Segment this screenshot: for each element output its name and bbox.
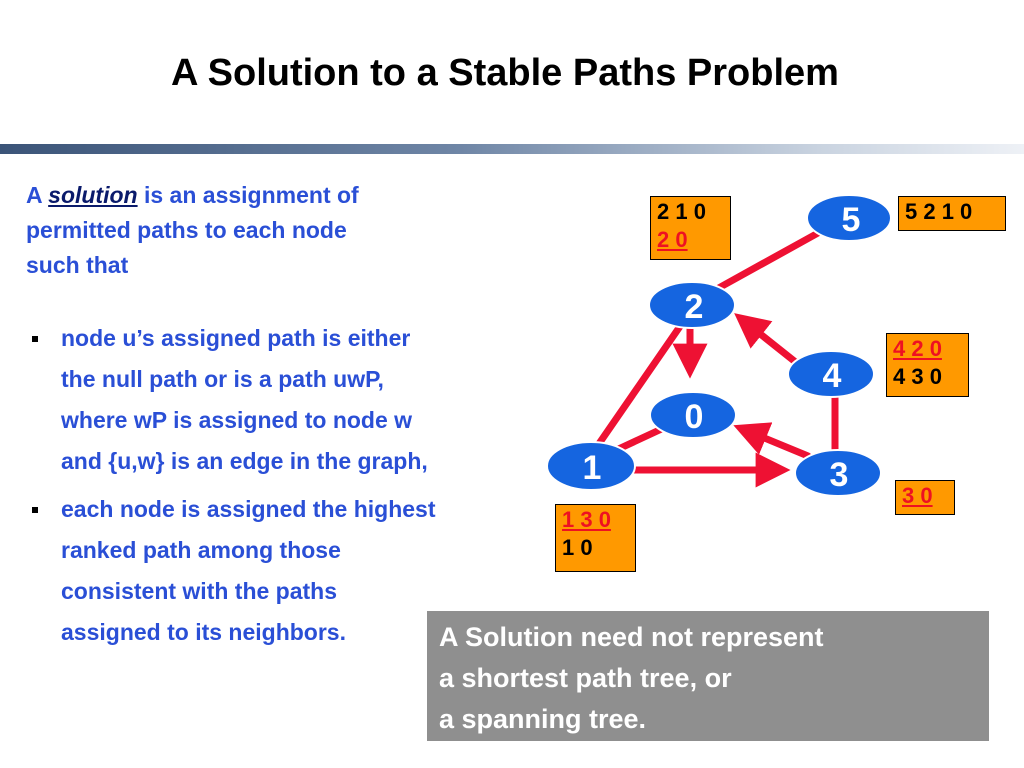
slide-title: A Solution to a Stable Paths Problem — [171, 52, 839, 94]
node-0 — [649, 391, 737, 439]
path-box-2-line1: 2 1 0 — [657, 199, 706, 224]
note-line2: a shortest path tree, or — [439, 663, 732, 693]
title-divider — [0, 144, 1024, 154]
note-line1: A Solution need not represent — [439, 622, 824, 652]
node-2-label: 2 — [685, 288, 704, 326]
bullet-square-icon — [32, 507, 38, 513]
node-5-label: 5 — [842, 201, 861, 239]
note-line3: a spanning tree. — [439, 704, 647, 734]
node-2 — [648, 281, 736, 329]
intro-term: solution — [48, 182, 138, 208]
path-box-5-line1: 5 2 1 0 — [905, 199, 973, 224]
bullet2-line4: assigned to its neighbors. — [61, 619, 346, 645]
note-callout: A Solution need not represent a shortest… — [427, 611, 989, 741]
node-0-label: 0 — [685, 398, 704, 436]
bullet2-line2: ranked path among those — [61, 537, 341, 563]
edge-5-2 — [711, 229, 822, 294]
bullet2-line3: consistent with the paths — [61, 578, 338, 604]
arrow-3-to-0 — [733, 422, 812, 460]
path-box-node-1: 1 3 0 1 0 — [555, 504, 636, 572]
edge-2-1 — [592, 318, 687, 452]
bullet-square-icon — [32, 336, 38, 342]
node-3 — [794, 449, 882, 497]
bullet1-line1: node u’s assigned path is either — [61, 325, 411, 351]
intro-line3: such that — [26, 252, 129, 278]
node-1-label: 1 — [583, 449, 602, 487]
intro-line2: permitted paths to each node — [26, 217, 347, 243]
path-box-node-4: 4 2 0 4 3 0 — [886, 333, 969, 397]
node-1 — [546, 441, 636, 491]
bullet2-line1: each node is assigned the highest — [61, 496, 436, 522]
bullet1-line4: and {u,w} is an edge in the graph, — [61, 448, 428, 474]
path-box-4-line1: 4 2 0 — [893, 336, 942, 361]
path-box-node-3: 3 0 — [895, 480, 955, 515]
path-box-node-5: 5 2 1 0 — [898, 196, 1006, 231]
node-5 — [806, 194, 892, 242]
intro-text: A solution is an assignment of permitted… — [26, 178, 466, 283]
bullet-item-highest-ranked: each node is assigned the highest ranked… — [28, 489, 528, 653]
path-box-3-line1: 3 0 — [902, 483, 933, 508]
bullet1-line2: the null path or is a path uwP, — [61, 366, 384, 392]
arrow-4-to-2 — [734, 313, 807, 372]
bullet1-line3: where wP is assigned to node w — [61, 407, 413, 433]
bullet-item-null-path: node u’s assigned path is either the nul… — [28, 318, 528, 482]
path-box-1-line2: 1 0 — [562, 535, 593, 560]
path-box-node-2: 2 1 0 2 0 — [650, 196, 731, 260]
node-4-label: 4 — [823, 357, 842, 395]
intro-prefix: A — [26, 182, 42, 208]
node-4 — [787, 350, 875, 398]
intro-line1-rest: is an assignment of — [143, 182, 359, 208]
path-box-4-line2: 4 3 0 — [893, 364, 942, 389]
path-box-2-line2: 2 0 — [657, 227, 688, 252]
bullet-list: node u’s assigned path is either the nul… — [28, 318, 528, 660]
path-box-1-line1: 1 3 0 — [562, 507, 611, 532]
node-3-label: 3 — [830, 456, 849, 494]
